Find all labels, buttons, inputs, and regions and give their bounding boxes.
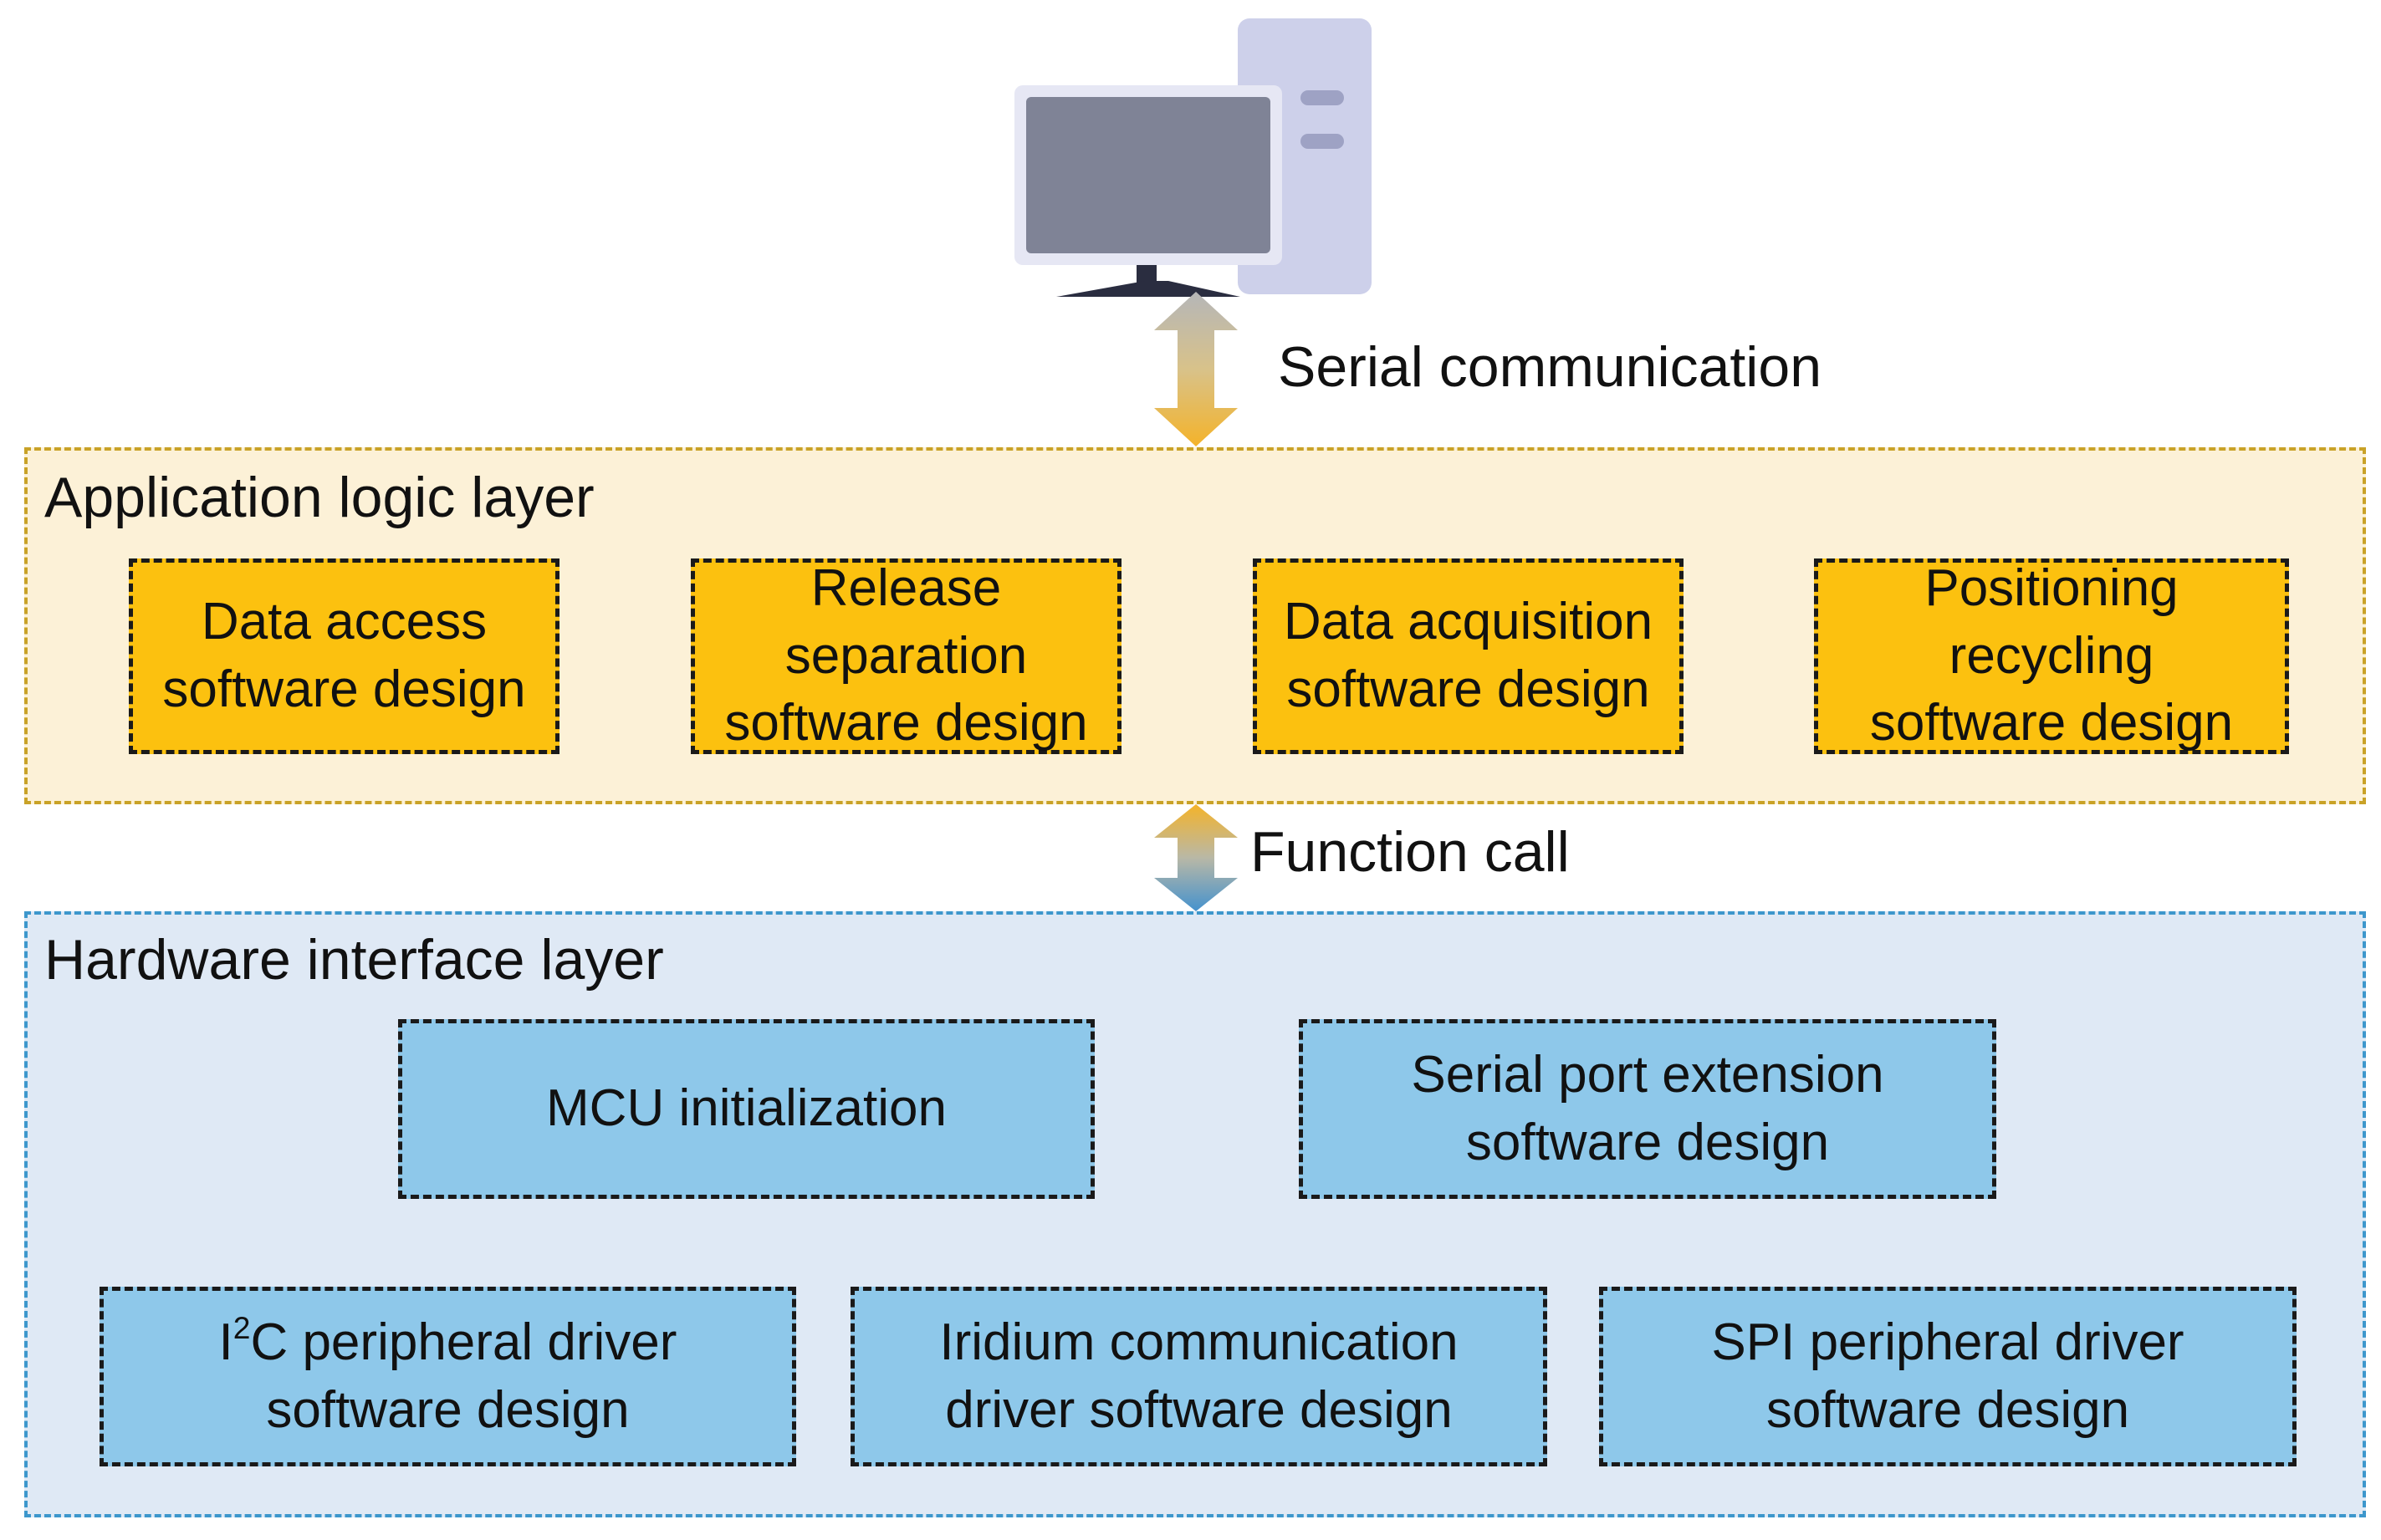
double-arrow-icon <box>1154 292 1238 446</box>
i2c-peripheral-driver-module: I2C peripheral driver software design <box>100 1287 796 1466</box>
spi-peripheral-driver-module: SPI peripheral driver software design <box>1599 1287 2297 1466</box>
application-logic-layer: Application logic layer Data access soft… <box>24 447 2366 804</box>
i2c-prefix: I <box>218 1313 233 1371</box>
application-layer-title: Application logic layer <box>44 466 595 529</box>
mcu-initialization-module: MCU initialization <box>398 1019 1095 1199</box>
iridium-communication-module: Iridium communication driver software de… <box>851 1287 1547 1466</box>
module-label: Release separation software design <box>724 559 1088 752</box>
module-label: Serial port extension software design <box>1411 1045 1884 1171</box>
module-label: SPI peripheral driver software design <box>1711 1313 2184 1439</box>
module-label: I2C peripheral driver software design <box>219 1309 677 1444</box>
data-acquisition-module: Data acquisition software design <box>1253 558 1684 754</box>
hardware-interface-layer: Hardware interface layer MCU initializat… <box>24 911 2366 1517</box>
module-label: MCU initialization <box>546 1079 947 1138</box>
i2c-line2: software design <box>266 1380 630 1439</box>
module-label: Positioning recycling software design <box>1869 559 2234 752</box>
serial-port-extension-module: Serial port extension software design <box>1299 1019 1996 1199</box>
function-call-label: Function call <box>1250 820 1570 884</box>
release-separation-module: Release separation software design <box>691 558 1122 754</box>
i2c-superscript: 2 <box>232 1309 251 1345</box>
hardware-layer-title: Hardware interface layer <box>44 928 664 992</box>
i2c-line1-rest: C peripheral driver <box>250 1313 677 1371</box>
positioning-recycling-module: Positioning recycling software design <box>1814 558 2289 754</box>
desktop-computer-icon <box>1014 18 1376 298</box>
data-access-module: Data access software design <box>129 558 559 754</box>
double-arrow-icon <box>1154 804 1238 911</box>
module-label: Data acquisition software design <box>1283 593 1653 718</box>
module-label: Iridium communication driver software de… <box>939 1313 1459 1439</box>
serial-communication-label: Serial communication <box>1278 335 1822 399</box>
module-label: Data access software design <box>162 593 526 718</box>
